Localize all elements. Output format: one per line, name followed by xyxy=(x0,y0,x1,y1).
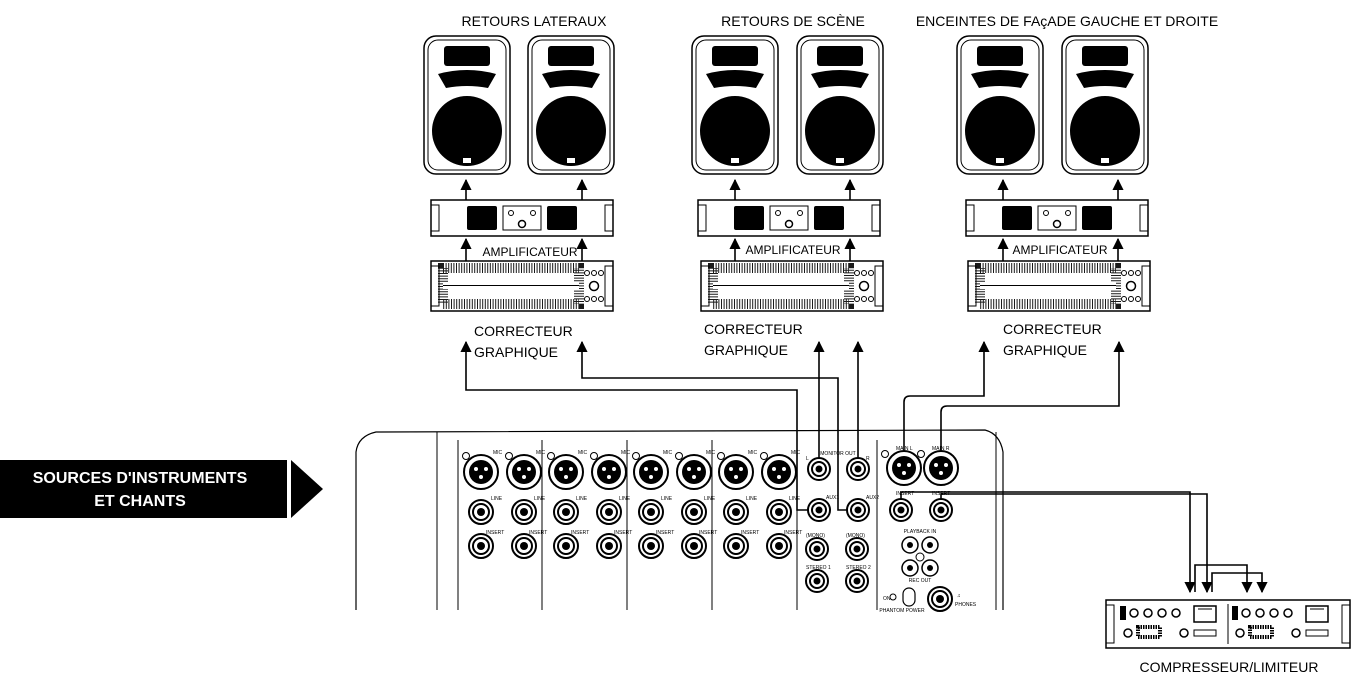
phones-icon: ♫ xyxy=(957,593,961,599)
rec-out-label: REC OUT xyxy=(909,578,932,584)
line-tag: LINE xyxy=(491,496,503,502)
speaker-stage-left xyxy=(691,35,779,175)
insert-label-l: INSERT xyxy=(896,491,914,497)
eq-label-front-1: CORRECTEUR xyxy=(1003,321,1102,337)
mono-label-2: (MONO) xyxy=(846,533,865,539)
mic-tag: MIC xyxy=(663,450,673,456)
mixer-channel-1: MIC LINE INSERT xyxy=(462,450,504,559)
mic-tag: MIC xyxy=(493,450,503,456)
line-tag: LINE xyxy=(704,496,716,502)
amplifier-label-stage: AMPLIFICATEUR xyxy=(745,243,840,257)
speaker-lateral-right xyxy=(527,35,615,175)
speaker-front-left xyxy=(956,35,1044,175)
eq-label-lateral-2: GRAPHIQUE xyxy=(474,344,558,360)
amplifier-label-lateral: AMPLIFICATEUR xyxy=(482,245,577,259)
eq-label-front-2: GRAPHIQUE xyxy=(1003,342,1087,358)
monitor-left-label: L xyxy=(806,456,809,462)
insert-tag: INSERT xyxy=(699,530,717,536)
mixer xyxy=(355,429,1004,610)
line-tag: LINE xyxy=(576,496,588,502)
aux1-label: AUX1 xyxy=(826,495,839,501)
aux2-label: AUX2 xyxy=(866,495,879,501)
line-tag: LINE xyxy=(619,496,631,502)
insert-tag: INSERT xyxy=(529,530,547,536)
graphic-eq-stage xyxy=(700,260,884,312)
mic-tag: MIC xyxy=(706,450,716,456)
mic-tag: MIC xyxy=(748,450,758,456)
compressor-label: COMPRESSEUR/LIMITEUR xyxy=(1140,659,1319,675)
line-tag: LINE xyxy=(661,496,673,502)
playback-in-label: PLAYBACK IN xyxy=(904,529,937,535)
mixer-channel-8: MIC LINE INSERT xyxy=(760,450,802,559)
sources-banner: SOURCES D'INSTRUMENTS ET CHANTS xyxy=(0,460,323,518)
title-front-speakers: ENCEINTES DE FAçADE GAUCHE ET DROITE xyxy=(916,13,1218,29)
insert-tag: INSERT xyxy=(614,530,632,536)
phones-label: PHONES xyxy=(955,602,977,608)
line-tag: LINE xyxy=(789,496,801,502)
mixer-channel-2: MIC LINE INSERT xyxy=(505,450,547,559)
eq-label-stage-2: GRAPHIQUE xyxy=(704,342,788,358)
insert-tag: INSERT xyxy=(486,530,504,536)
mixer-channel-5: MIC LINE INSERT xyxy=(632,450,674,559)
mic-tag: MIC xyxy=(536,450,546,456)
mono-label-1: (MONO) xyxy=(806,533,825,539)
stereo2-label: STEREO 2 xyxy=(846,565,871,571)
amplifier-lateral xyxy=(430,199,614,237)
graphic-eq-front xyxy=(967,260,1151,312)
phantom-power-label: PHANTOM POWER xyxy=(879,608,925,614)
graphic-eq-lateral xyxy=(430,260,614,312)
insert-tag: INSERT xyxy=(741,530,759,536)
sources-label-line1: SOURCES D'INSTRUMENTS xyxy=(33,470,248,487)
eq-label-stage-1: CORRECTEUR xyxy=(704,321,803,337)
mixer-channel-7: MIC LINE INSERT xyxy=(717,450,759,559)
insert-tag: INSERT xyxy=(656,530,674,536)
mixer-channel-6: MIC LINE INSERT xyxy=(675,450,717,559)
mic-tag: MIC xyxy=(621,450,631,456)
mixer-channel-4: MIC LINE INSERT xyxy=(590,450,632,559)
amplifier-label-front: AMPLIFICATEUR xyxy=(1012,243,1107,257)
insert-tag: INSERT xyxy=(784,530,802,536)
on-label: ON xyxy=(883,596,891,602)
mixer-aux-section: MONITOR OUT L R AUX1 AUX2 (MONO) (MONO) … xyxy=(805,451,879,593)
sources-label-line2: ET CHANTS xyxy=(94,493,186,510)
speaker-lateral-left xyxy=(423,35,511,175)
speaker-stage-right xyxy=(796,35,884,175)
signal-arrows-upper xyxy=(460,178,1124,261)
line-tag: LINE xyxy=(534,496,546,502)
compressor-channel-a xyxy=(1120,605,1217,639)
monitor-right-label: R xyxy=(866,456,870,462)
cables xyxy=(460,340,1268,594)
compressor-channel-b xyxy=(1232,605,1329,639)
mic-tag: MIC xyxy=(791,450,801,456)
mic-tag: MIC xyxy=(578,450,588,456)
amplifier-front xyxy=(965,199,1149,237)
title-stage-returns: RETOURS DE SCÈNE xyxy=(721,13,865,29)
speaker-front-right xyxy=(1061,35,1149,175)
mixer-main-section: MAIN L MAIN R INSERT INSERT PLAYBACK IN … xyxy=(879,446,976,614)
line-tag: LINE xyxy=(746,496,758,502)
insert-tag: INSERT xyxy=(571,530,589,536)
amplifier-stage xyxy=(697,199,881,237)
title-lateral-returns: RETOURS LATERAUX xyxy=(462,13,608,29)
eq-label-lateral-1: CORRECTEUR xyxy=(474,323,573,339)
stereo1-label: STEREO 1 xyxy=(806,565,831,571)
compressor-limiter xyxy=(1105,599,1351,649)
mixer-channel-3: MIC LINE INSERT xyxy=(547,450,589,559)
